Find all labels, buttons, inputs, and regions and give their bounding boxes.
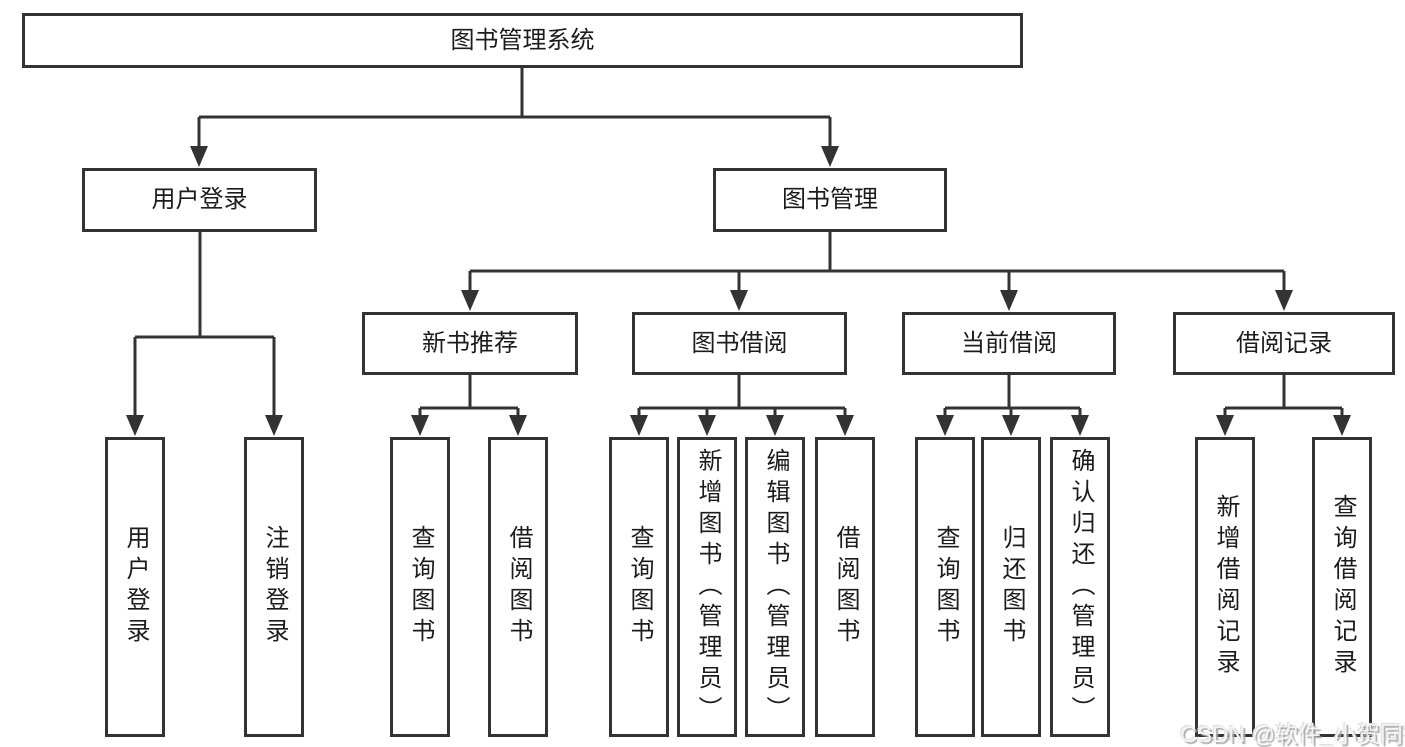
leaf-add-book-admin-label: 新增图书（管理员）	[694, 447, 721, 727]
leaf-query-borrow-record: 查询借阅记录	[1312, 437, 1372, 737]
leaf-confirm-return-admin: 确认归还（管理员）	[1050, 437, 1110, 737]
node-book-management: 图书管理	[713, 168, 947, 232]
leaf-borrow-books-recommend: 借阅图书	[488, 437, 548, 737]
node-root: 图书管理系统	[22, 13, 1023, 68]
leaf-query-books-borrowing: 查询图书	[609, 437, 669, 737]
node-new-book-recommendation: 新书推荐	[362, 312, 578, 375]
leaf-borrow-books-borrowing-label: 借阅图书	[832, 525, 859, 649]
leaf-query-books-current: 查询图书	[915, 437, 975, 737]
leaf-logout: 注销登录	[244, 437, 304, 737]
node-borrowing-records-label: 借阅记录	[1236, 329, 1332, 357]
node-current-borrowing: 当前借阅	[902, 312, 1116, 375]
leaf-return-books: 归还图书	[981, 437, 1041, 737]
node-borrowing-records: 借阅记录	[1173, 312, 1395, 375]
watermark: CSDN @软件_小贺同学	[1180, 721, 1405, 747]
leaf-logout-label: 注销登录	[261, 525, 288, 649]
node-new-book-recommendation-label: 新书推荐	[422, 329, 518, 357]
leaf-edit-book-admin-label: 编辑图书（管理员）	[762, 447, 789, 727]
node-book-borrowing: 图书借阅	[632, 312, 847, 375]
leaf-add-borrow-record: 新增借阅记录	[1195, 437, 1255, 737]
node-root-label: 图书管理系统	[450, 26, 595, 54]
leaf-query-borrow-record-label: 查询借阅记录	[1329, 494, 1356, 680]
leaf-add-book-admin: 新增图书（管理员）	[677, 437, 737, 737]
leaf-query-books-borrowing-label: 查询图书	[626, 525, 653, 649]
leaf-borrow-books-recommend-label: 借阅图书	[505, 525, 532, 649]
leaf-edit-book-admin: 编辑图书（管理员）	[745, 437, 805, 737]
leaf-borrow-books-borrowing: 借阅图书	[815, 437, 875, 737]
leaf-user-login-label: 用户登录	[122, 525, 149, 649]
connector-paths	[133, 68, 1344, 416]
node-book-borrowing-label: 图书借阅	[691, 329, 788, 357]
arrowheads	[126, 146, 1351, 436]
leaf-user-login: 用户登录	[105, 437, 165, 737]
node-current-borrowing-label: 当前借阅	[961, 329, 1057, 357]
leaf-return-books-label: 归还图书	[998, 525, 1025, 649]
leaf-query-books-recommend-label: 查询图书	[407, 525, 434, 649]
leaf-confirm-return-admin-label: 确认归还（管理员）	[1067, 447, 1094, 727]
leaf-query-books-recommend: 查询图书	[390, 437, 450, 737]
node-book-management-label: 图书管理	[782, 186, 878, 213]
leaf-add-borrow-record-label: 新增借阅记录	[1212, 494, 1239, 680]
leaf-query-books-current-label: 查询图书	[932, 525, 959, 649]
node-user-login-label: 用户登录	[151, 186, 248, 213]
node-user-login: 用户登录	[82, 168, 317, 232]
